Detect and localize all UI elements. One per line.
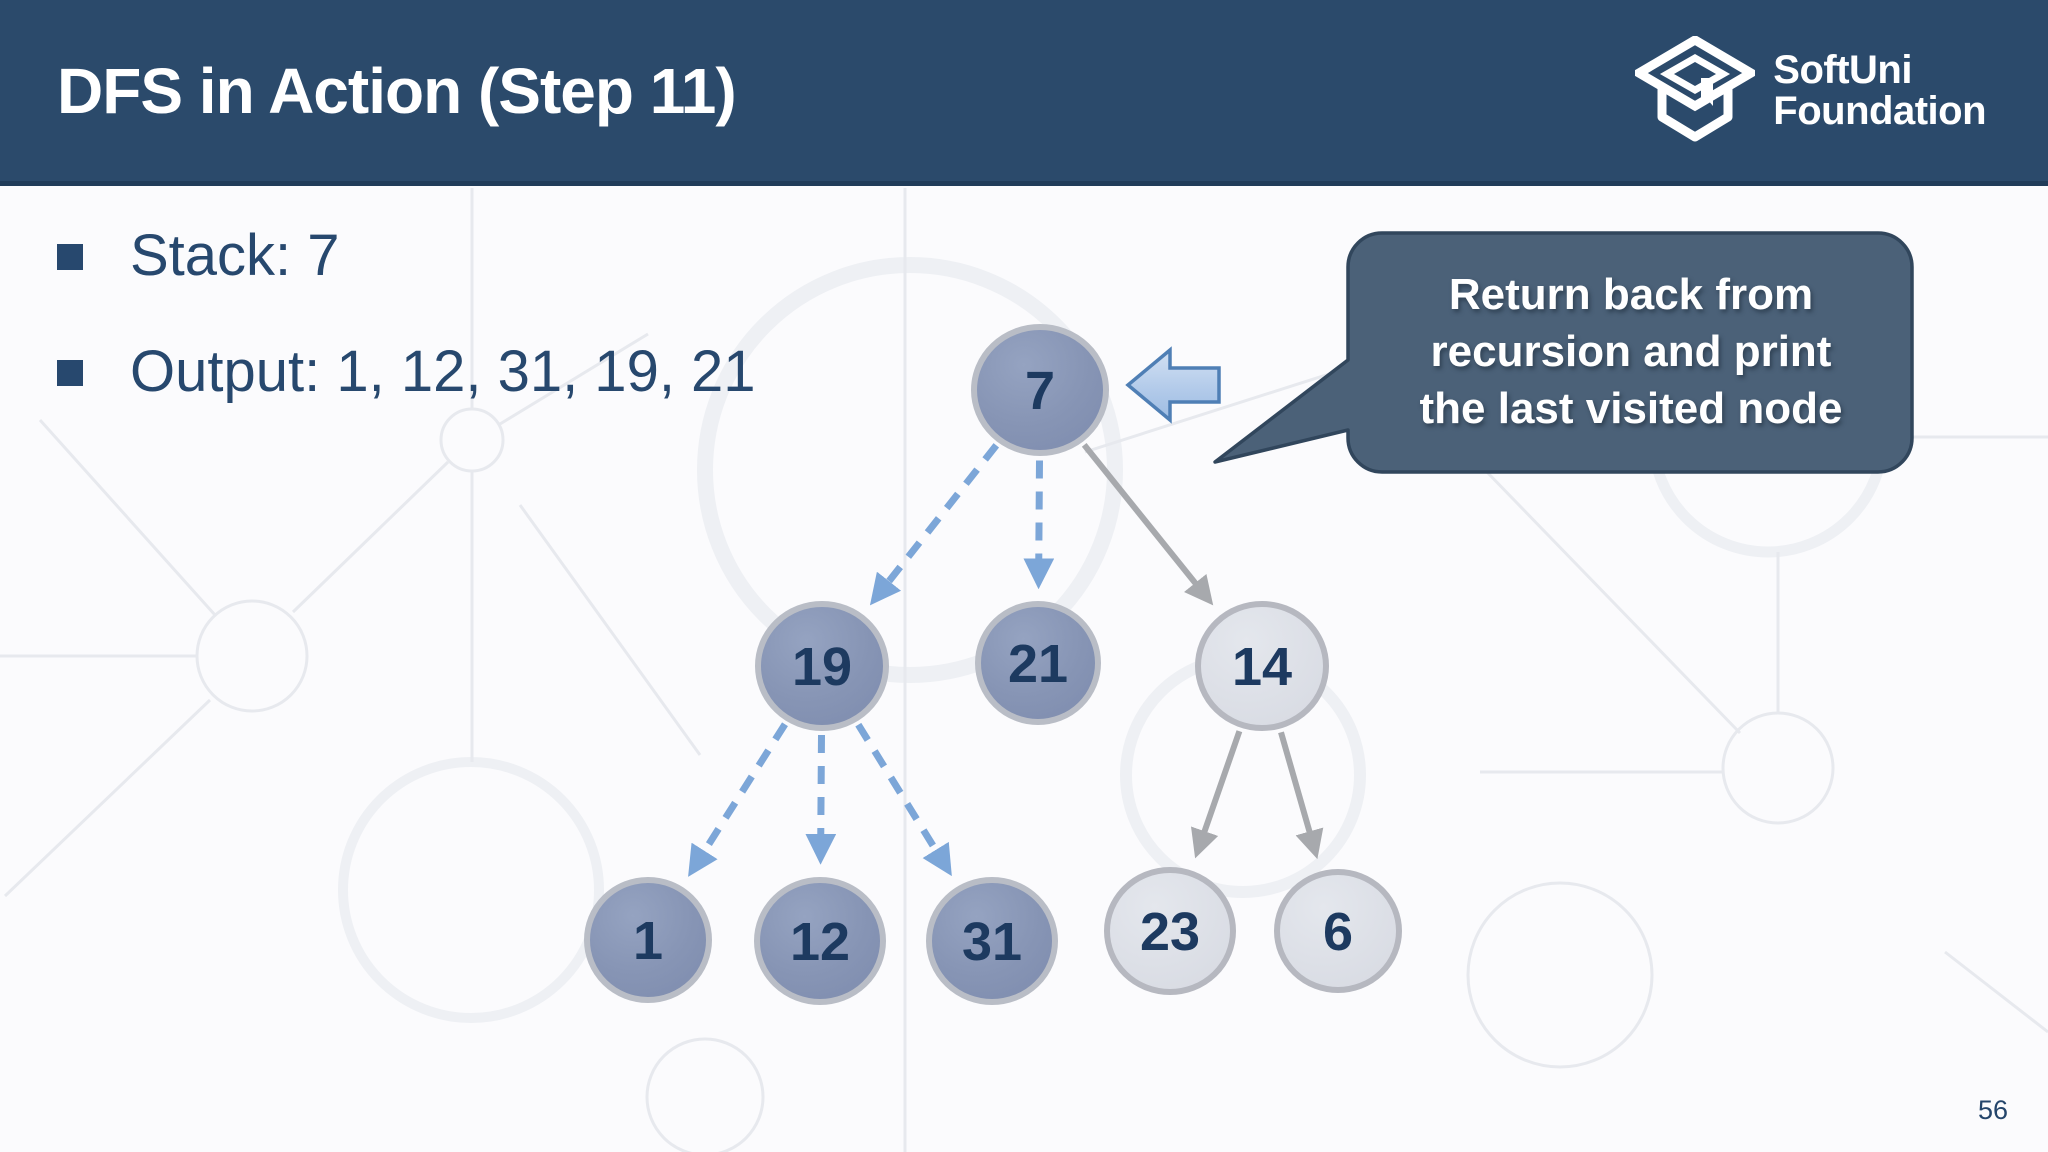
tree-node-7: 7 — [971, 324, 1109, 456]
tree-edge-14-6 — [1278, 731, 1324, 860]
bullet-item-stack: Stack: 7 — [57, 220, 756, 292]
tree-node-label: 1 — [633, 911, 663, 971]
tree-node-label: 7 — [1025, 361, 1055, 421]
tree-node-label: 23 — [1140, 902, 1200, 962]
tree-node-circle — [971, 324, 1109, 456]
tree-node-14: 14 — [1195, 601, 1329, 731]
tree-node-12: 12 — [754, 877, 886, 1005]
tree-node-circle — [1195, 601, 1329, 731]
tree-edge-19-12 — [805, 734, 837, 865]
tree-node-label: 31 — [962, 912, 1022, 972]
tree-edge-19-31 — [855, 722, 952, 877]
tree-edge-14-23 — [1190, 730, 1243, 859]
softuni-logo: SoftUni Foundation — [1635, 35, 1986, 146]
tree-node-circle — [755, 601, 889, 731]
tree-node-label: 14 — [1232, 637, 1292, 697]
tree-node-label: 19 — [792, 637, 852, 697]
tree-node-23: 23 — [1104, 867, 1236, 995]
logo-line1: SoftUni — [1773, 47, 1912, 92]
tree-edge-7-21 — [1023, 460, 1055, 590]
slide-title: DFS in Action (Step 11) — [57, 54, 737, 127]
page-number: 56 — [1977, 1095, 2008, 1125]
tree-edge-7-14 — [1081, 443, 1214, 606]
stack-text: Stack: 7 — [130, 223, 340, 288]
tree-node-label: 12 — [790, 912, 850, 972]
tree-edge-7-19 — [869, 443, 1000, 606]
tree-node-circle — [754, 877, 886, 1005]
bullet-list: Stack: 7 Output: 1, 12, 31, 19, 21 — [57, 220, 756, 452]
bullet-item-output: Output: 1, 12, 31, 19, 21 — [57, 336, 756, 408]
tree-node-19: 19 — [755, 601, 889, 731]
tree-node-1: 1 — [584, 877, 712, 1003]
logo-text: SoftUni Foundation — [1773, 47, 1986, 133]
bullet-square-icon — [57, 360, 83, 386]
callout-bubble — [1213, 231, 1914, 474]
tree-node-circle — [926, 877, 1058, 1005]
graduation-cap-icon — [1635, 35, 1756, 141]
tree-node-circle — [1274, 869, 1402, 993]
bullet-square-icon — [57, 244, 83, 270]
output-text: Output: 1, 12, 31, 19, 21 — [130, 339, 756, 404]
tree-node-label: 21 — [1008, 634, 1068, 694]
tree-edge-19-1 — [688, 722, 788, 877]
tree-node-circle — [1104, 867, 1236, 995]
tree-node-6: 6 — [1274, 869, 1402, 993]
tree-node-label: 6 — [1323, 902, 1353, 962]
slide-header: DFS in Action (Step 11) SoftUni Foundati… — [0, 0, 2048, 186]
pointer-arrow-icon — [1125, 346, 1221, 424]
tree-node-circle — [584, 877, 712, 1003]
tree-node-31: 31 — [926, 877, 1058, 1005]
tree-node-21: 21 — [975, 601, 1101, 725]
dfs-tree-diagram: 7 19 21 14 1 12 31 23 6 — [584, 324, 1402, 1005]
tree-node-circle — [975, 601, 1101, 725]
logo-line2: Foundation — [1773, 88, 1986, 133]
